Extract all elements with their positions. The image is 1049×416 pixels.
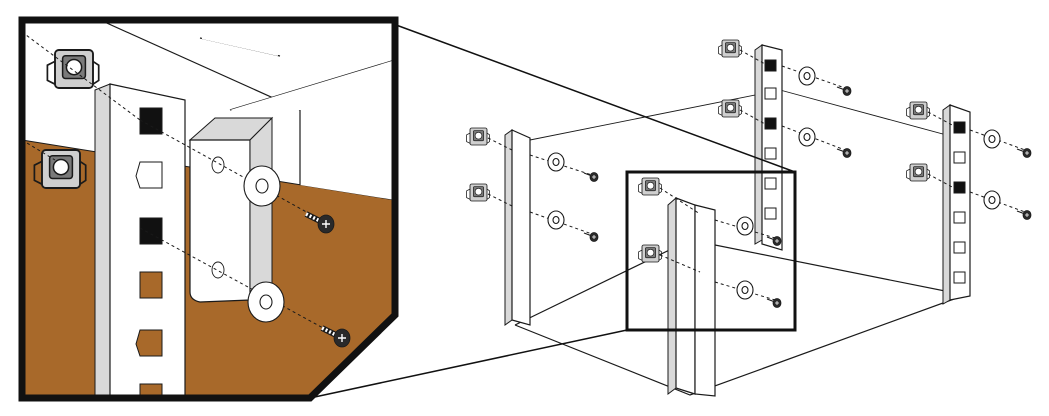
screw-icon bbox=[1016, 147, 1032, 221]
rack-frame bbox=[514, 89, 966, 396]
mounting-rail-icon bbox=[94, 83, 111, 398]
callout-line-bottom bbox=[309, 329, 628, 399]
zoom-highlight-frame bbox=[625, 170, 797, 332]
washer-icon bbox=[547, 152, 565, 230]
bracket-icon bbox=[188, 116, 274, 303]
mounting-rail-back-left bbox=[718, 39, 852, 251]
cage-nut-icon bbox=[718, 39, 742, 118]
washer-icon bbox=[243, 165, 285, 323]
cage-nut-icon bbox=[466, 127, 490, 202]
washer-icon bbox=[798, 66, 816, 147]
screw-icon bbox=[583, 171, 599, 243]
cage-nut-icon bbox=[906, 101, 930, 182]
washer-icon bbox=[736, 216, 754, 300]
mounting-rail-front-left bbox=[466, 127, 599, 326]
washer-icon bbox=[983, 129, 1001, 210]
mounting-rail-front-right bbox=[638, 177, 782, 397]
cage-nut-icon bbox=[638, 177, 662, 263]
screw-icon bbox=[836, 85, 852, 159]
mounting-rail-back-right bbox=[906, 101, 1032, 305]
inset-frame bbox=[18, 16, 399, 402]
callout-line-top bbox=[387, 21, 796, 173]
zoom-inset bbox=[18, 16, 399, 402]
screw-icon bbox=[304, 211, 351, 348]
